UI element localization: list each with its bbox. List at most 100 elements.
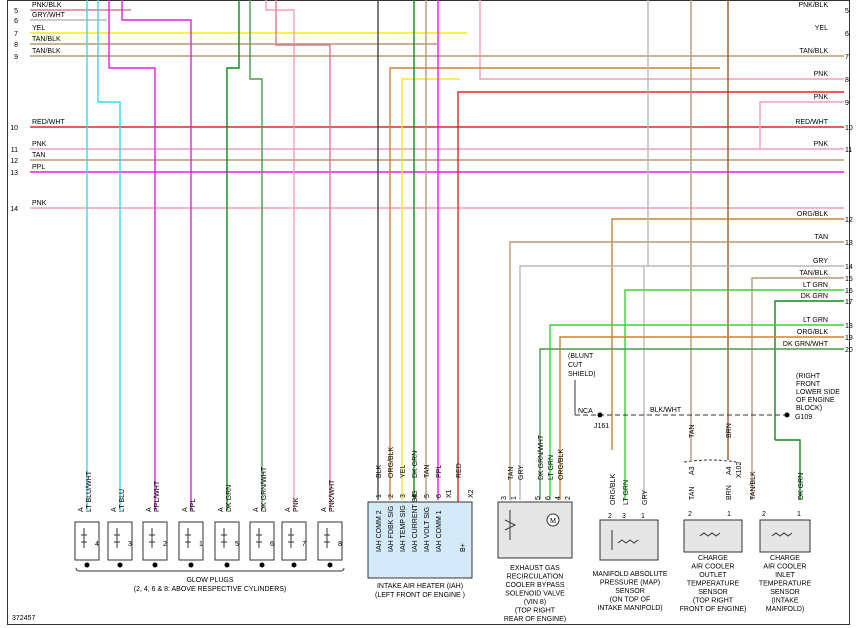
- iah-wire-label: RED: [456, 463, 463, 478]
- component-layer: [74, 380, 811, 579]
- right-line-number: 14: [845, 264, 853, 271]
- iah-wire-label: YEL: [400, 465, 407, 478]
- glow-plug-wire-label: PPL: [190, 499, 197, 512]
- iah-pin-label: 5: [424, 494, 431, 498]
- glow-plug-number: 1: [199, 541, 203, 548]
- iah-wire-label: DK GRN: [412, 451, 419, 478]
- glow-plugs-subcaption: (2, 4, 6 & 8: ABOVE RESPECTIVE CYLINDERS…: [134, 586, 287, 593]
- map-caption: MANIFOLD ABSOLUTE: [592, 571, 667, 578]
- cac-in-caption: (INTAKE: [771, 598, 798, 605]
- glow-plug-number: 2: [163, 541, 167, 548]
- wire-glow-plug-8: [275, 0, 331, 510]
- glow-plug-coil: [256, 528, 262, 548]
- glow-plug-pin-label: A: [146, 507, 153, 512]
- right-line-number: 19: [845, 335, 853, 342]
- glow-plug-connector: [249, 521, 275, 561]
- wire-glow-plug-1: [121, 0, 192, 510]
- iah-signal-label: IAH FDBK SIG: [388, 506, 395, 552]
- right-line-number: 15: [845, 276, 853, 283]
- left-line-number: 14: [10, 206, 18, 213]
- wire-glow-plug-6: [249, 0, 263, 510]
- egr-wire-label: ORG/BLK: [558, 449, 565, 480]
- right-line-number: 18: [845, 323, 853, 330]
- iah-pin-label: 4: [412, 494, 419, 498]
- right-line-number: 6: [845, 31, 849, 38]
- glow-plug-connector: [281, 521, 307, 561]
- wire-pnk-9: [759, 101, 844, 149]
- glow-plug-coil: [149, 528, 155, 548]
- shield-wire-label: BLK/WHT: [650, 407, 682, 414]
- iah-wire-label: TAN: [424, 465, 431, 478]
- glow-plug-number: 5: [235, 541, 239, 548]
- right-line-number: 11: [845, 147, 852, 154]
- right-line-label: YEL: [815, 25, 828, 32]
- iah-wire-label: BLK: [376, 464, 383, 478]
- left-line-label: PNK: [32, 200, 47, 207]
- figure-id: 372457: [12, 615, 35, 622]
- glow-plug-number: 3: [128, 541, 132, 548]
- wire-lt-grn-map: [624, 289, 844, 500]
- glow-plug-number: 7: [302, 541, 306, 548]
- cac-out-pin-label: 2: [688, 511, 692, 518]
- shield-note: (BLUNT: [568, 353, 594, 360]
- glow-plug-connector: [74, 521, 100, 561]
- glow-plug-ground-dot: [259, 562, 265, 568]
- left-line-number: 9: [14, 54, 18, 61]
- cac-out-conn-pin: A4: [726, 466, 733, 475]
- map-wire-label: LT GRN: [623, 480, 630, 505]
- left-line-number: 8: [14, 42, 18, 49]
- left-line-number: 11: [11, 147, 18, 154]
- glow-plug-wire-label: LT BLU/WHT: [86, 470, 93, 512]
- iah-signal-label: B+: [460, 543, 467, 552]
- left-line-number: 10: [10, 125, 18, 132]
- map-sensor-element: [611, 530, 639, 550]
- ground-label: G109: [795, 414, 812, 421]
- egr-pin-label: 5: [535, 496, 542, 500]
- glow-plug-coil: [288, 528, 294, 548]
- egr-valve-body: [497, 501, 573, 559]
- cac-out-caption: AIR COOLER: [691, 564, 734, 571]
- cac-in-caption: AIR COOLER: [763, 564, 806, 571]
- iah-signal-label: IAH CURRENT SIG: [412, 490, 419, 552]
- wire-org-blk-map: [611, 218, 844, 450]
- left-line-number: 7: [14, 31, 18, 38]
- glow-plug-connector: [107, 521, 133, 561]
- ground-note: BLOCK): [796, 405, 822, 412]
- cac-out-caption: FRONT OF ENGINE): [680, 606, 747, 613]
- wire-dk-grn-cac-in: [774, 300, 844, 440]
- glow-plug-wire-label: DK GRN: [226, 485, 233, 512]
- map-pin-label: 2: [608, 513, 612, 520]
- cac-in-pin-label: 1: [797, 511, 801, 518]
- left-line-number: 12: [10, 158, 18, 165]
- wire-pnk-8: [479, 0, 844, 80]
- right-line-label: DK GRN: [801, 293, 828, 300]
- right-line-number: 9: [845, 100, 849, 107]
- glow-plugs-bracket: [75, 567, 345, 572]
- wire-iah-yel: [401, 78, 460, 500]
- wire-org-blk-egr: [559, 336, 844, 500]
- glow-plug-pin-label: A: [321, 507, 328, 512]
- egr-wire-label: DK GRN/WHT: [538, 434, 545, 480]
- glow-plug-coil: [185, 528, 191, 548]
- glow-plug-ground-dot: [152, 562, 158, 568]
- egr-motor: [546, 513, 560, 527]
- iah-pin-label: 2: [388, 494, 395, 498]
- ground-dot: [784, 412, 790, 418]
- right-line-label: PNK: [814, 71, 829, 78]
- glow-plug-ground-dot: [327, 562, 333, 568]
- iah-wire-label: ORG/BLK: [388, 447, 395, 478]
- wire-glow-plug-3: [97, 0, 121, 510]
- cac-in-caption: CHARGE: [770, 555, 800, 562]
- right-line-label: LT GRN: [803, 282, 828, 289]
- cac-out-upper-wire-label: TAN: [689, 425, 696, 438]
- egr-pin-label: 3: [501, 496, 508, 500]
- egr-wire-label: GRY: [518, 465, 525, 480]
- glow-plug-pin-label: A: [253, 507, 260, 512]
- cac-in-wire-label: DK GRN: [798, 473, 805, 500]
- egr-caption: REAR OF ENGINE): [504, 616, 566, 623]
- egr-caption: RECIRCULATION: [507, 574, 564, 581]
- cac-out-wire-label: BRN: [726, 485, 733, 500]
- right-line-label: TAN: [815, 234, 828, 241]
- cac-out-caption: OUTLET: [699, 572, 727, 579]
- egr-wire-label: LT GRN: [548, 455, 555, 480]
